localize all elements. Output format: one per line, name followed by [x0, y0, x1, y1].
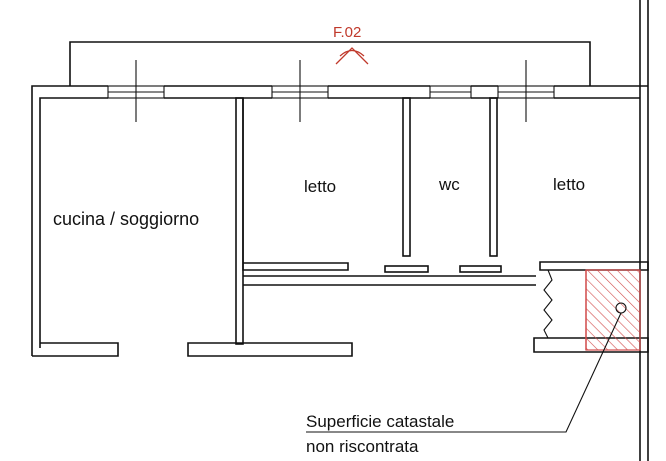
- view-marker: F.02: [333, 24, 369, 65]
- window-bedroom-1: [271, 60, 329, 122]
- window-kitchen: [107, 60, 165, 122]
- view-marker-label: F.02: [333, 24, 361, 41]
- window-wc: [429, 85, 472, 99]
- note-leader-line: [306, 312, 622, 433]
- windows: [107, 60, 555, 122]
- break-line: [543, 269, 553, 339]
- room-label-bedroom-2: letto: [553, 175, 585, 194]
- hatched-area: [585, 269, 641, 351]
- room-label-bedroom-1: letto: [304, 177, 336, 196]
- room-label-wc: wc: [438, 175, 460, 194]
- window-bedroom-2: [497, 60, 555, 122]
- balcony-outline: [69, 41, 591, 86]
- interior-walls: [235, 97, 536, 345]
- exterior-walls: [31, 0, 649, 461]
- view-marker-icon: [335, 47, 369, 65]
- note-line-2: non riscontrata: [306, 437, 419, 456]
- room-label-kitchen-living: cucina / soggiorno: [53, 209, 199, 229]
- note-line-1: Superficie catastale: [306, 412, 454, 431]
